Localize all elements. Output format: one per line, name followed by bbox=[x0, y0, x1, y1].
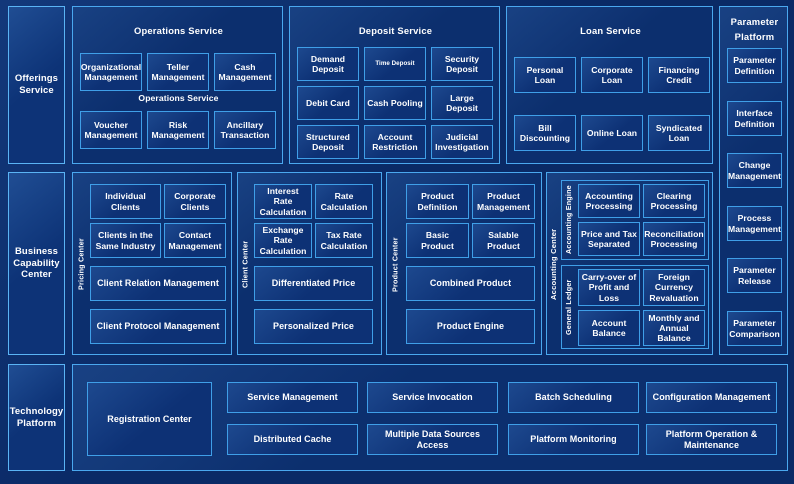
cell-foreign-currency-revaluation[interactable]: Foreign Currency Revaluation bbox=[643, 269, 705, 306]
sidebar-item-parameter-release[interactable]: Parameter Release bbox=[727, 258, 782, 293]
cell-security-deposit[interactable]: Security Deposit bbox=[431, 47, 493, 81]
cell-personalized-price[interactable]: Personalized Price bbox=[254, 309, 373, 344]
vertical-label-general-ledger: General Ledger bbox=[564, 279, 573, 335]
cell-clients-in-the-same-industry[interactable]: Clients in the Same Industry bbox=[90, 223, 161, 258]
cell-voucher-management[interactable]: Voucher Management bbox=[80, 111, 142, 149]
panel-technology-platform[interactable]: Registration Center Service Management S… bbox=[72, 364, 788, 471]
row-label-technology-platform: Technology Platform bbox=[8, 364, 65, 471]
cell-product-definition[interactable]: Product Definition bbox=[406, 184, 469, 219]
cell-debit-card[interactable]: Debit Card bbox=[297, 86, 359, 120]
row-label-business-capability-center-text: Business Capability Center bbox=[13, 246, 60, 281]
cell-configuration-management[interactable]: Configuration Management bbox=[646, 382, 777, 413]
cell-ancillary-transaction[interactable]: Ancillary Transaction bbox=[214, 111, 276, 149]
cell-multiple-data-sources-access[interactable]: Multiple Data Sources Access bbox=[367, 424, 498, 455]
cell-client-protocol-management[interactable]: Client Protocol Management bbox=[90, 309, 226, 344]
sidebar-title-line2: Platform bbox=[734, 31, 775, 42]
subgroup-accounting-engine bbox=[561, 180, 709, 260]
cell-basic-product[interactable]: Basic Product bbox=[406, 223, 469, 258]
vertical-label-client-center: Client Center bbox=[240, 240, 250, 289]
row-label-business-capability-center: Business Capability Center bbox=[8, 172, 65, 355]
panel-subtitle-operations-service: Operations Service bbox=[138, 93, 219, 103]
panel-client-center[interactable]: Client Center Interest Rate Calculation … bbox=[237, 172, 382, 355]
cell-individual-clients[interactable]: Individual Clients bbox=[90, 184, 161, 219]
cell-online-loan[interactable]: Online Loan bbox=[581, 115, 643, 151]
cell-demand-deposit[interactable]: Demand Deposit bbox=[297, 47, 359, 81]
cell-batch-scheduling[interactable]: Batch Scheduling bbox=[508, 382, 639, 413]
cell-registration-center[interactable]: Registration Center bbox=[87, 382, 212, 456]
panel-pricing-center[interactable]: Pricing Center Individual Clients Corpor… bbox=[72, 172, 232, 355]
cell-reconciliation-processing[interactable]: Reconciliation Processing bbox=[643, 222, 705, 256]
cell-corporate-loan[interactable]: Corporate Loan bbox=[581, 57, 643, 93]
cell-personal-loan[interactable]: Personal Loan bbox=[514, 57, 576, 93]
panel-loan-service[interactable]: Loan Service Personal Loan Corporate Loa… bbox=[506, 6, 713, 164]
cell-rate-calculation[interactable]: Rate Calculation bbox=[315, 184, 373, 219]
cell-product-engine[interactable]: Product Engine bbox=[406, 309, 535, 344]
vertical-label-accounting-center: Accounting Center bbox=[549, 228, 558, 301]
panel-product-center[interactable]: Product Center Product Definition Produc… bbox=[386, 172, 542, 355]
cell-judicial-investigation[interactable]: Judicial Investigation bbox=[431, 125, 493, 159]
cell-account-restriction[interactable]: Account Restriction bbox=[364, 125, 426, 159]
vertical-label-accounting-engine: Accounting Engine bbox=[564, 185, 573, 255]
cell-financing-credit[interactable]: Financing Credit bbox=[648, 57, 710, 93]
cell-accounting-processing[interactable]: Accounting Processing bbox=[578, 184, 640, 218]
subgroup-general-ledger bbox=[561, 265, 709, 349]
sidebar-item-interface-definition[interactable]: Interface Definition bbox=[727, 101, 782, 136]
cell-price-and-tax-separated[interactable]: Price and Tax Separated bbox=[578, 222, 640, 256]
panel-accounting-center[interactable]: Accounting Center Accounting Engine Acco… bbox=[546, 172, 713, 355]
row-label-offerings-service: Offerings Service bbox=[8, 6, 65, 164]
cell-tax-rate-calculation[interactable]: Tax Rate Calculation bbox=[315, 223, 373, 258]
cell-syndicated-loan[interactable]: Syndicated Loan bbox=[648, 115, 710, 151]
sidebar-item-parameter-definition[interactable]: Parameter Definition bbox=[727, 48, 782, 83]
panel-deposit-service[interactable]: Deposit Service Demand Deposit Time Depo… bbox=[289, 6, 500, 164]
cell-interest-rate-calculation[interactable]: Interest Rate Calculation bbox=[254, 184, 312, 219]
cell-product-management[interactable]: Product Management bbox=[472, 184, 535, 219]
cell-corporate-clients[interactable]: Corporate Clients bbox=[164, 184, 226, 219]
cell-service-management[interactable]: Service Management bbox=[227, 382, 358, 413]
cell-service-invocation[interactable]: Service Invocation bbox=[367, 382, 498, 413]
cell-exchange-rate-calculation[interactable]: Exchange Rate Calculation bbox=[254, 223, 312, 258]
sidebar-title-line1: Parameter bbox=[730, 16, 779, 27]
cell-platform-monitoring[interactable]: Platform Monitoring bbox=[508, 424, 639, 455]
cell-distributed-cache[interactable]: Distributed Cache bbox=[227, 424, 358, 455]
cell-carry-over-of-profit-and-loss[interactable]: Carry-over of Profit and Loss bbox=[578, 269, 640, 306]
vertical-label-pricing-center: Pricing Center bbox=[76, 238, 86, 291]
cell-large-deposit[interactable]: Large Deposit bbox=[431, 86, 493, 120]
vertical-label-product-center: Product Center bbox=[390, 237, 400, 292]
panel-title-operations-service: Operations Service bbox=[133, 25, 224, 36]
sidebar-item-process-management[interactable]: Process Management bbox=[727, 206, 782, 241]
cell-structured-deposit[interactable]: Structured Deposit bbox=[297, 125, 359, 159]
cell-cash-management[interactable]: Cash Management bbox=[214, 53, 276, 91]
cell-organizational-management[interactable]: Organizational Management bbox=[80, 53, 142, 91]
cell-salable-product[interactable]: Salable Product bbox=[472, 223, 535, 258]
cell-monthly-and-annual-balance[interactable]: Monthly and Annual Balance bbox=[643, 310, 705, 346]
cell-platform-operation-and-maintenance[interactable]: Platform Operation & Maintenance bbox=[646, 424, 777, 455]
sidebar-item-parameter-comparison[interactable]: Parameter Comparison bbox=[727, 311, 782, 346]
cell-clearing-processing[interactable]: Clearing Processing bbox=[643, 184, 705, 218]
cell-account-balance[interactable]: Account Balance bbox=[578, 310, 640, 346]
cell-differentiated-price[interactable]: Differentiated Price bbox=[254, 266, 373, 301]
cell-bill-discounting[interactable]: Bill Discounting bbox=[514, 115, 576, 151]
panel-title-deposit-service: Deposit Service bbox=[358, 25, 433, 36]
cell-risk-management[interactable]: Risk Management bbox=[147, 111, 209, 149]
cell-contact-management[interactable]: Contact Management bbox=[164, 223, 226, 258]
cell-client-relation-management[interactable]: Client Relation Management bbox=[90, 266, 226, 301]
sidebar-parameter-platform[interactable]: Parameter Platform Parameter Definition … bbox=[719, 6, 788, 355]
cell-teller-management[interactable]: Teller Management bbox=[147, 53, 209, 91]
row-label-technology-platform-text: Technology Platform bbox=[9, 405, 64, 429]
cell-combined-product[interactable]: Combined Product bbox=[406, 266, 535, 301]
cell-time-deposit[interactable]: Time Deposit bbox=[364, 47, 426, 81]
cell-cash-pooling[interactable]: Cash Pooling bbox=[364, 86, 426, 120]
sidebar-item-change-management[interactable]: Change Management bbox=[727, 153, 782, 188]
panel-title-loan-service: Loan Service bbox=[580, 25, 641, 36]
panel-operations-service[interactable]: Operations Service Operations Service Or… bbox=[72, 6, 283, 164]
row-label-offerings-service-text: Offerings Service bbox=[14, 73, 59, 96]
